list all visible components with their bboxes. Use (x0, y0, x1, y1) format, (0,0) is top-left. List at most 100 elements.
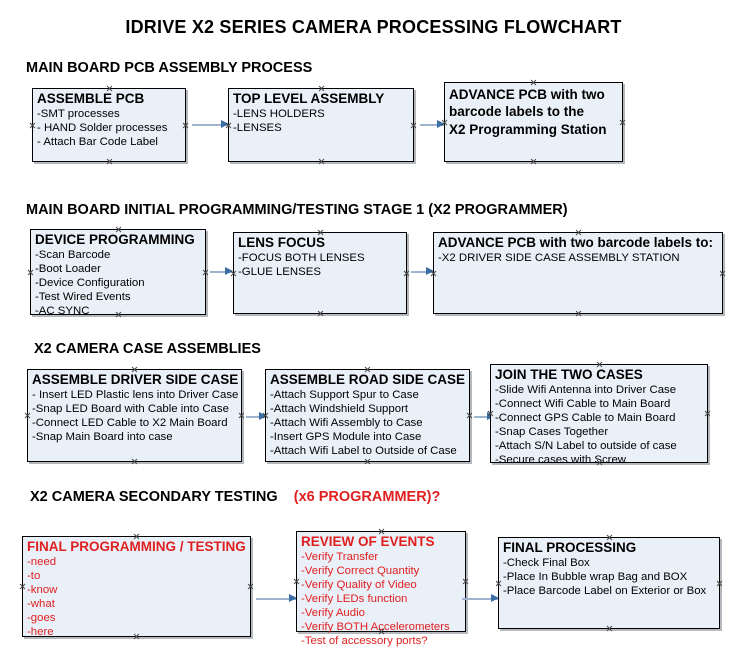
connection-handle-right[interactable] (182, 122, 189, 129)
connection-handle-left[interactable] (495, 580, 502, 587)
arrow-head (491, 594, 499, 602)
connection-handle-top[interactable] (530, 79, 537, 86)
connection-handle-right[interactable] (716, 580, 723, 587)
connection-handle-right[interactable] (619, 119, 626, 126)
connection-handle-bottom[interactable] (606, 625, 613, 632)
arrow-shaft (256, 598, 296, 600)
node-header: DEVICE PROGRAMMING (35, 232, 195, 247)
connection-handle-right[interactable] (462, 578, 469, 585)
node-header: JOIN THE TWO CASES (495, 367, 643, 382)
connection-handle-left[interactable] (27, 269, 34, 276)
node-line: -Secure cases with Screw (495, 454, 627, 466)
node-line: -Connect LED Cable to X2 Main Board (32, 417, 228, 430)
node-line: -Verify Correct Quantity (301, 565, 420, 578)
connection-handle-right[interactable] (410, 122, 417, 129)
connection-handle-right[interactable] (704, 410, 711, 417)
node-line: -Attach S/N Label to outside of case (495, 440, 677, 453)
node-assemble-road-side-case[interactable]: ASSEMBLE ROAD SIDE CASE -Attach Support … (265, 369, 470, 462)
node-header: X2 Programming Station (449, 121, 607, 137)
connection-handle-right[interactable] (403, 270, 410, 277)
node-lens-focus[interactable]: LENS FOCUS -FOCUS BOTH LENSES -GLUE LENS… (233, 232, 407, 314)
node-header: ASSEMBLE DRIVER SIDE CASE (32, 372, 239, 387)
node-assemble-driver-side-case[interactable]: ASSEMBLE DRIVER SIDE CASE - Insert LED P… (27, 369, 242, 462)
node-line: -Check Final Box (503, 557, 590, 570)
node-line: - Insert LED Plastic lens into Driver Ca… (32, 389, 239, 402)
node-header: ASSEMBLE PCB (37, 91, 145, 106)
node-line: -what (27, 598, 55, 611)
node-header: LENS FOCUS (238, 235, 326, 250)
node-line: -know (27, 584, 58, 597)
node-line: -GLUE LENSES (238, 266, 321, 279)
node-line-overflow: -Test of accessory ports? (301, 634, 428, 647)
connection-handle-bottom[interactable] (364, 458, 371, 465)
node-advance-pcb-driver-side-case[interactable]: ADVANCE PCB with two barcode labels to: … (433, 232, 723, 314)
connection-handle-bottom[interactable] (530, 158, 537, 165)
node-review-of-events[interactable]: REVIEW OF EVENTS -Verify Transfer -Verif… (293, 531, 469, 647)
connection-handle-left[interactable] (24, 412, 31, 419)
section-heading-x2-camera-case-assemblies: X2 CAMERA CASE ASSEMBLIES (34, 341, 261, 357)
connection-handle-bottom[interactable] (317, 310, 324, 317)
arrow-device-programming-to-lens-focus (210, 267, 233, 276)
arrow-assemble-pcb-to-top-level-assembly (192, 120, 229, 129)
node-line: -Attach Windshield Support (270, 403, 409, 416)
node-advance-pcb-programming-station[interactable]: ADVANCE PCB with two barcode labels to t… (444, 82, 623, 162)
connection-handle-bottom[interactable] (131, 458, 138, 465)
node-line: -Slide Wifi Antenna into Driver Case (495, 384, 677, 397)
node-line: -to (27, 570, 41, 583)
node-line: - HAND Solder processes (37, 122, 168, 135)
node-line: -Snap LED Board with Cable into Case (32, 403, 229, 416)
connection-handle-left[interactable] (293, 578, 300, 585)
section-heading-text: MAIN BOARD INITIAL PROGRAMMING/TESTING S… (26, 202, 568, 218)
connection-handle-left[interactable] (29, 122, 36, 129)
section-heading-x2-camera-secondary-testing: X2 CAMERA SECONDARY TESTING (x6 PROGRAMM… (30, 489, 440, 505)
node-line: -Attach Support Spur to Case (270, 389, 419, 402)
arrow-head (289, 594, 297, 602)
node-line: -Verify BOTH Accelerometers (301, 621, 450, 633)
node-join-the-two-cases[interactable]: JOIN THE TWO CASES -Slide Wifi Antenna i… (490, 364, 711, 466)
node-final-programming-testing[interactable]: FINAL PROGRAMMING / TESTING -need -to -k… (19, 536, 254, 638)
connection-handle-bottom[interactable] (106, 158, 113, 165)
node-line: -LENS HOLDERS (233, 108, 325, 121)
section-heading-note: (x6 PROGRAMMER)? (293, 489, 441, 505)
arrow-head (437, 120, 445, 128)
arrow-lens-focus-to-advance-pcb (411, 267, 434, 276)
node-final-processing[interactable]: FINAL PROCESSING -Check Final Box -Place… (498, 537, 720, 629)
node-line: -Verify Audio (301, 607, 365, 620)
arrow-top-level-assembly-to-advance-pcb (420, 120, 445, 129)
node-top-level-assembly[interactable]: TOP LEVEL ASSEMBLY -LENS HOLDERS -LENSES (228, 88, 414, 162)
node-header: FINAL PROCESSING (503, 540, 637, 555)
connection-handle-right[interactable] (466, 412, 473, 419)
node-line: -Test Wired Events (35, 291, 131, 304)
node-header: TOP LEVEL ASSEMBLY (233, 91, 385, 106)
connection-handle-right[interactable] (238, 412, 245, 419)
arrow-shaft (210, 271, 232, 273)
connection-handle-right[interactable] (719, 270, 726, 277)
node-line: -Place In Bubble wrap Bag and BOX (503, 571, 688, 584)
connection-handle-left[interactable] (19, 583, 26, 590)
node-assemble-pcb[interactable]: ASSEMBLE PCB -SMT processes - HAND Solde… (32, 88, 186, 162)
section-heading-main-board-pcb-assembly: MAIN BOARD PCB ASSEMBLY PROCESS (26, 60, 312, 76)
node-line: -Attach Wifi Assembly to Case (270, 417, 423, 430)
connection-handle-bottom[interactable] (318, 158, 325, 165)
node-line: -Verify LEDs function (301, 593, 408, 606)
node-line: -need (27, 556, 57, 569)
connection-handle-right[interactable] (202, 269, 209, 276)
node-header: ADVANCE PCB with two barcode labels to: (438, 235, 714, 250)
connection-handle-bottom[interactable] (575, 310, 582, 317)
node-line: -SMT processes (37, 108, 120, 121)
node-device-programming[interactable]: DEVICE PROGRAMMING -Scan Barcode -Boot L… (27, 229, 209, 317)
node-line: -Insert GPS Module into Case (270, 431, 422, 444)
node-line: -Boot Loader (35, 263, 101, 276)
node-line: -Verify Transfer (301, 551, 379, 564)
node-line: -X2 DRIVER SIDE CASE ASSEMBLY STATION (438, 252, 680, 265)
arrow-shaft (411, 271, 433, 273)
arrow-head (225, 267, 233, 275)
node-line: -LENSES (233, 122, 282, 135)
arrow-shaft (462, 598, 498, 600)
node-line: -Device Configuration (35, 277, 145, 290)
arrow-shaft (192, 124, 228, 126)
node-line: - Attach Bar Code Label (37, 136, 158, 149)
connection-handle-right[interactable] (247, 583, 254, 590)
section-heading-text: X2 CAMERA CASE ASSEMBLIES (34, 341, 261, 357)
